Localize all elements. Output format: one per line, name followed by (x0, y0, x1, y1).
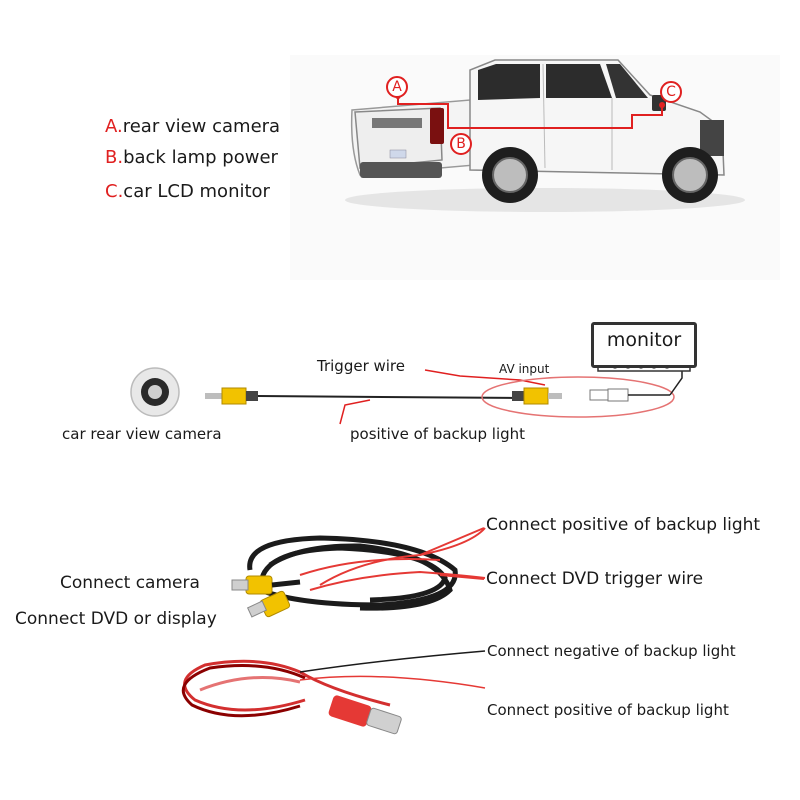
power-pos-backup-label: Connect positive of backup light (487, 701, 729, 719)
power-neg-backup-label: Connect negative of backup light (487, 642, 736, 660)
